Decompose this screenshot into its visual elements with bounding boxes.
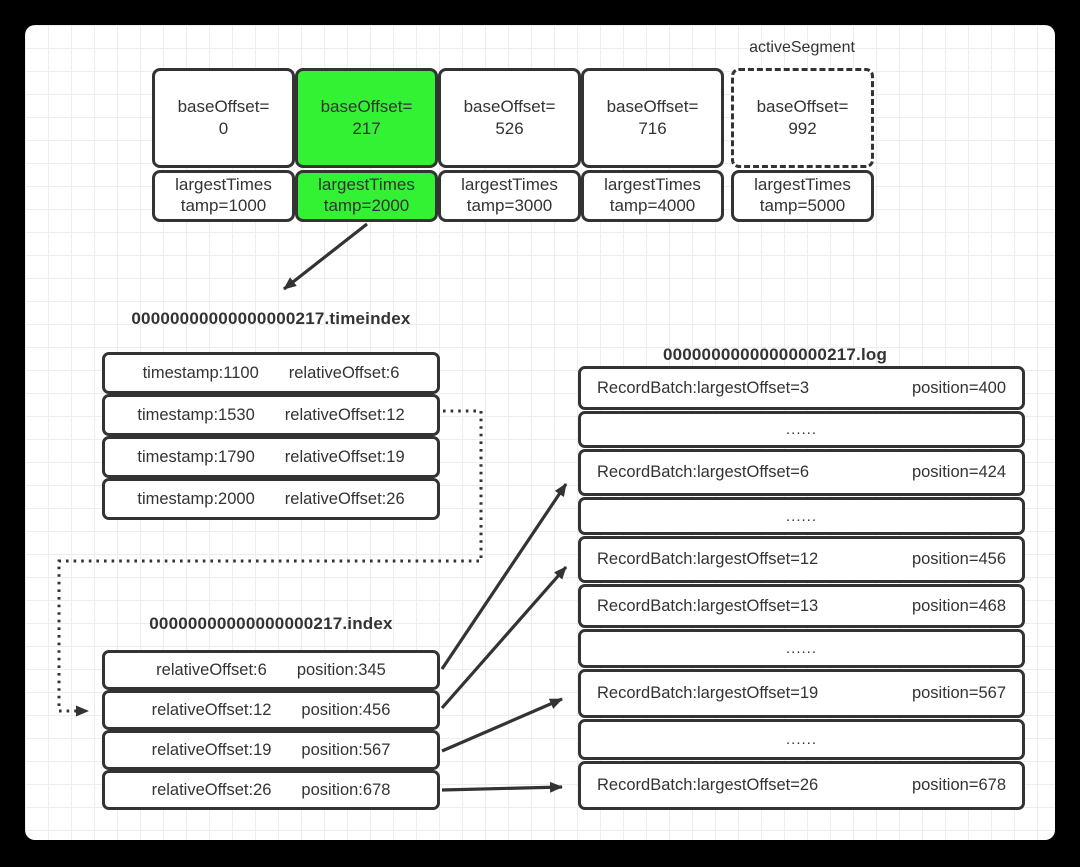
timeindex-timestamp: timestamp:1530: [137, 405, 255, 424]
active-segment-label: activeSegment: [749, 39, 855, 56]
timeindex-row: timestamp:1100 relativeOffset:6: [102, 352, 440, 394]
log-ellipsis-row: ......: [578, 629, 1025, 668]
timeindex-relative-offset: relativeOffset:6: [288, 363, 400, 382]
segment-base-offset-526: baseOffset= 526: [438, 68, 581, 168]
timeindex-relative-offset: relativeOffset:19: [284, 447, 405, 466]
timeindex-timestamp: timestamp:1790: [137, 447, 255, 466]
log-position: position=400: [911, 378, 1006, 397]
index-row-highlighted: relativeOffset:12 position:456: [102, 690, 440, 730]
index-relative-offset: relativeOffset:6: [156, 660, 267, 679]
segment-largest-timestamp-5000: largestTimes tamp=5000: [731, 170, 874, 222]
index-relative-offset: relativeOffset:12: [151, 700, 272, 719]
log-ellipsis-row: ......: [578, 411, 1025, 448]
index-row: relativeOffset:26 position:678: [102, 770, 440, 810]
timeindex-relative-offset: relativeOffset:12: [284, 405, 405, 424]
segment-largest-timestamp-3000: largestTimes tamp=3000: [438, 170, 581, 222]
log-largest-offset: RecordBatch:largestOffset=3: [597, 378, 810, 397]
ellipsis-text: ......: [785, 731, 817, 748]
ellipsis-text: ......: [785, 507, 817, 525]
index-row: relativeOffset:19 position:567: [102, 730, 440, 770]
ellipsis-text: ......: [785, 640, 817, 657]
log-largest-offset: RecordBatch:largestOffset=13: [597, 596, 819, 615]
index-position: position:345: [296, 660, 386, 679]
ellipsis-text: ......: [785, 421, 817, 438]
timeindex-timestamp: timestamp:1100: [142, 363, 259, 382]
log-position: position=456: [911, 550, 1006, 568]
segment-largest-timestamp-2000: largestTimes tamp=2000: [295, 170, 438, 222]
index-relative-offset: relativeOffset:26: [151, 780, 272, 799]
index-table: relativeOffset:6 position:345 relativeOf…: [102, 650, 440, 810]
log-ellipsis-row: ......: [578, 719, 1025, 760]
timeindex-file-title: 00000000000000000217.timeindex: [131, 309, 411, 328]
log-record-batch-row: RecordBatch:largestOffset=3 position=400: [578, 366, 1025, 410]
index-relative-offset: relativeOffset:19: [151, 740, 272, 759]
timeindex-relative-offset: relativeOffset:26: [284, 489, 405, 508]
index-position: position:456: [301, 700, 391, 719]
index-file-title: 00000000000000000217.index: [149, 614, 393, 633]
segment-base-offset-992-active: baseOffset= 992: [731, 68, 874, 168]
timeindex-row: timestamp:1790 relativeOffset:19: [102, 436, 440, 478]
segment-base-offset-217: baseOffset= 217: [295, 68, 438, 168]
log-ellipsis-row: ......: [578, 497, 1025, 535]
log-largest-offset: RecordBatch:largestOffset=12: [597, 550, 819, 568]
segment-largest-timestamp-4000: largestTimes tamp=4000: [581, 170, 724, 222]
timeindex-row: timestamp:2000 relativeOffset:26: [102, 478, 440, 520]
log-position: position=468: [911, 596, 1006, 615]
log-position: position=567: [911, 684, 1006, 702]
log-largest-offset: RecordBatch:largestOffset=6: [597, 463, 810, 481]
timeindex-timestamp: timestamp:2000: [137, 489, 255, 508]
index-row: relativeOffset:6 position:345: [102, 650, 440, 690]
log-record-batch-row: RecordBatch:largestOffset=26 position=67…: [578, 761, 1025, 810]
index-position: position:678: [301, 780, 391, 799]
segment-base-offset-0: baseOffset= 0: [152, 68, 295, 168]
index-position: position:567: [301, 740, 391, 759]
timeindex-row-highlighted: timestamp:1530 relativeOffset:12: [102, 394, 440, 436]
log-record-batch-row-highlighted-green: RecordBatch:largestOffset=12 position=45…: [578, 536, 1025, 583]
log-largest-offset: RecordBatch:largestOffset=19: [597, 684, 819, 702]
log-position: position=424: [911, 463, 1006, 481]
log-position: position=678: [911, 776, 1006, 794]
timeindex-table: timestamp:1100 relativeOffset:6 timestam…: [102, 352, 440, 520]
segment-largest-timestamp-1000: largestTimes tamp=1000: [152, 170, 295, 222]
log-record-batch-row: RecordBatch:largestOffset=6 position=424: [578, 449, 1025, 496]
log-record-batch-row-highlighted-cyan: RecordBatch:largestOffset=13 position=46…: [578, 584, 1025, 628]
log-largest-offset: RecordBatch:largestOffset=26: [597, 776, 819, 794]
segment-base-offset-716: baseOffset= 716: [581, 68, 724, 168]
log-record-batch-row: RecordBatch:largestOffset=19 position=56…: [578, 669, 1025, 718]
log-file-title: 00000000000000000217.log: [662, 345, 888, 364]
